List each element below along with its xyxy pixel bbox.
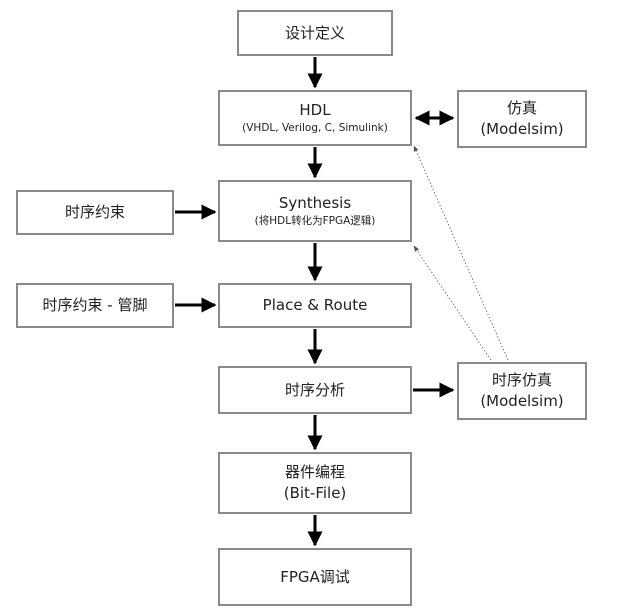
dotted-tsim-to-synth (413, 245, 492, 361)
node-label: 设计定义 (284, 23, 345, 42)
node-label: 时序约束 - 管脚 (42, 296, 148, 315)
node-label: FPGA调试 (280, 567, 350, 586)
node-sublabel: (将HDL转化为FPGA逻辑) (254, 214, 376, 227)
node-device-programming: 器件编程 (Bit-File) (218, 452, 412, 514)
node-simulation: 仿真 (Modelsim) (457, 90, 587, 148)
node-label: 时序仿真 (491, 371, 552, 390)
node-place-and-route: Place & Route (218, 283, 412, 328)
node-label: 时序约束 (64, 203, 125, 222)
node-timing-constraints: 时序约束 (16, 190, 174, 235)
node-hdl: HDL (VHDL, Verilog, C, Simulink) (218, 90, 412, 146)
node-synthesis: Synthesis (将HDL转化为FPGA逻辑) (218, 180, 412, 242)
node-label: Synthesis (278, 194, 352, 213)
node-pin-constraints: 时序约束 - 管脚 (16, 283, 174, 328)
node-timing-simulation: 时序仿真 (Modelsim) (457, 362, 587, 420)
node-label: HDL (299, 101, 331, 120)
node-label: 仿真 (506, 99, 537, 118)
node-sublabel: (Modelsim) (480, 120, 564, 138)
node-timing-analysis: 时序分析 (218, 366, 412, 414)
node-design-definition: 设计定义 (237, 10, 393, 56)
node-fpga-debug: FPGA调试 (218, 548, 412, 606)
node-label: 器件编程 (284, 463, 345, 482)
dotted-tsim-to-hdl (413, 145, 509, 361)
node-label: Place & Route (262, 296, 368, 315)
node-sublabel: (VHDL, Verilog, C, Simulink) (242, 121, 388, 134)
node-sublabel: (Bit-File) (283, 484, 347, 502)
node-label: 时序分析 (284, 380, 345, 399)
node-sublabel: (Modelsim) (480, 392, 564, 410)
